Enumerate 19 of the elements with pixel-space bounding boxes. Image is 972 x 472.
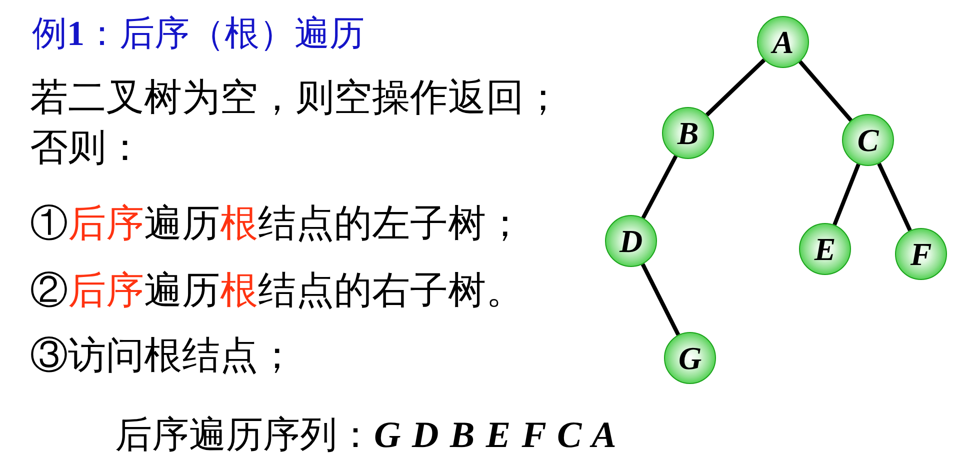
tree-edge bbox=[640, 263, 680, 336]
tree-edge bbox=[877, 162, 912, 232]
text-line: 否则： bbox=[30, 129, 144, 168]
circle-node: E bbox=[799, 223, 851, 275]
circle-node: C bbox=[842, 114, 894, 166]
circle-node: G bbox=[664, 332, 716, 384]
text-line: ③访问根结点； bbox=[30, 337, 296, 376]
circle-node: F bbox=[895, 228, 947, 280]
text-line: ①后序遍历根结点的左子树； bbox=[30, 205, 524, 244]
text-line: 后序遍历序列：G D B E F C A bbox=[115, 416, 618, 454]
circle-node: D bbox=[605, 215, 657, 267]
circle-node: A bbox=[757, 16, 809, 68]
tree-edge bbox=[798, 60, 853, 122]
text-line: 若二叉树为空，则空操作返回； bbox=[30, 79, 562, 118]
circle-node: B bbox=[662, 107, 714, 159]
tree-edge bbox=[641, 155, 678, 219]
text-line: ②后序遍历根结点的右子树。 bbox=[30, 272, 524, 310]
heading: 例1：后序（根）遍历 bbox=[32, 16, 364, 51]
tree-edge bbox=[705, 58, 766, 116]
